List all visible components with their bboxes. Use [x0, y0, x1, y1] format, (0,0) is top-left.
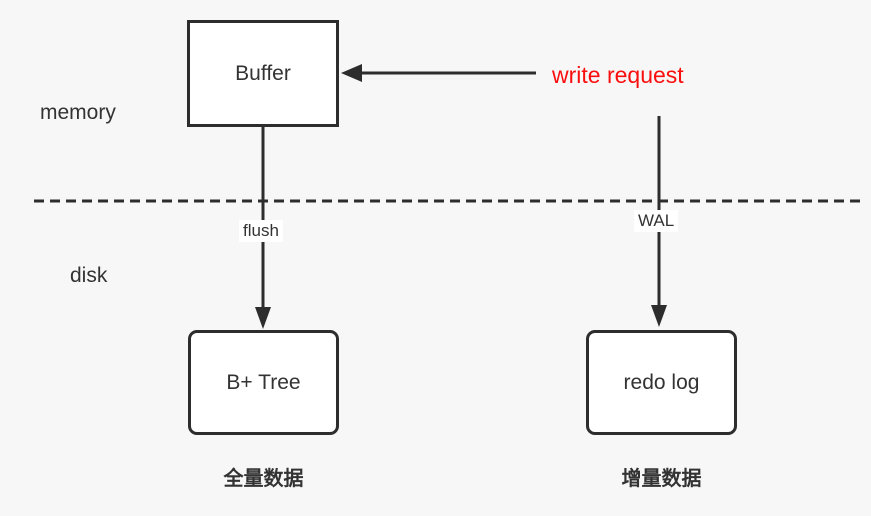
- write-request-arrowhead: [341, 64, 362, 82]
- buffer-node: Buffer: [187, 20, 339, 127]
- bplus-tree-node-label: B+ Tree: [226, 370, 301, 394]
- memory-region-label: memory: [40, 101, 116, 124]
- redo-log-node-label: redo log: [623, 370, 700, 394]
- wal-edge-label: WAL: [634, 210, 679, 232]
- flush-arrowhead: [255, 307, 271, 329]
- write-request-edge-label: write request: [552, 62, 684, 88]
- bplus-tree-node: B+ Tree: [188, 330, 339, 435]
- disk-region-label: disk: [70, 264, 108, 287]
- wal-arrowhead: [651, 305, 667, 327]
- bplus-tree-caption: 全量数据: [223, 468, 304, 490]
- redo-log-caption: 增量数据: [621, 468, 702, 490]
- redo-log-node: redo log: [586, 330, 737, 435]
- flush-edge-label: flush: [239, 220, 283, 242]
- buffer-node-label: Buffer: [235, 61, 291, 85]
